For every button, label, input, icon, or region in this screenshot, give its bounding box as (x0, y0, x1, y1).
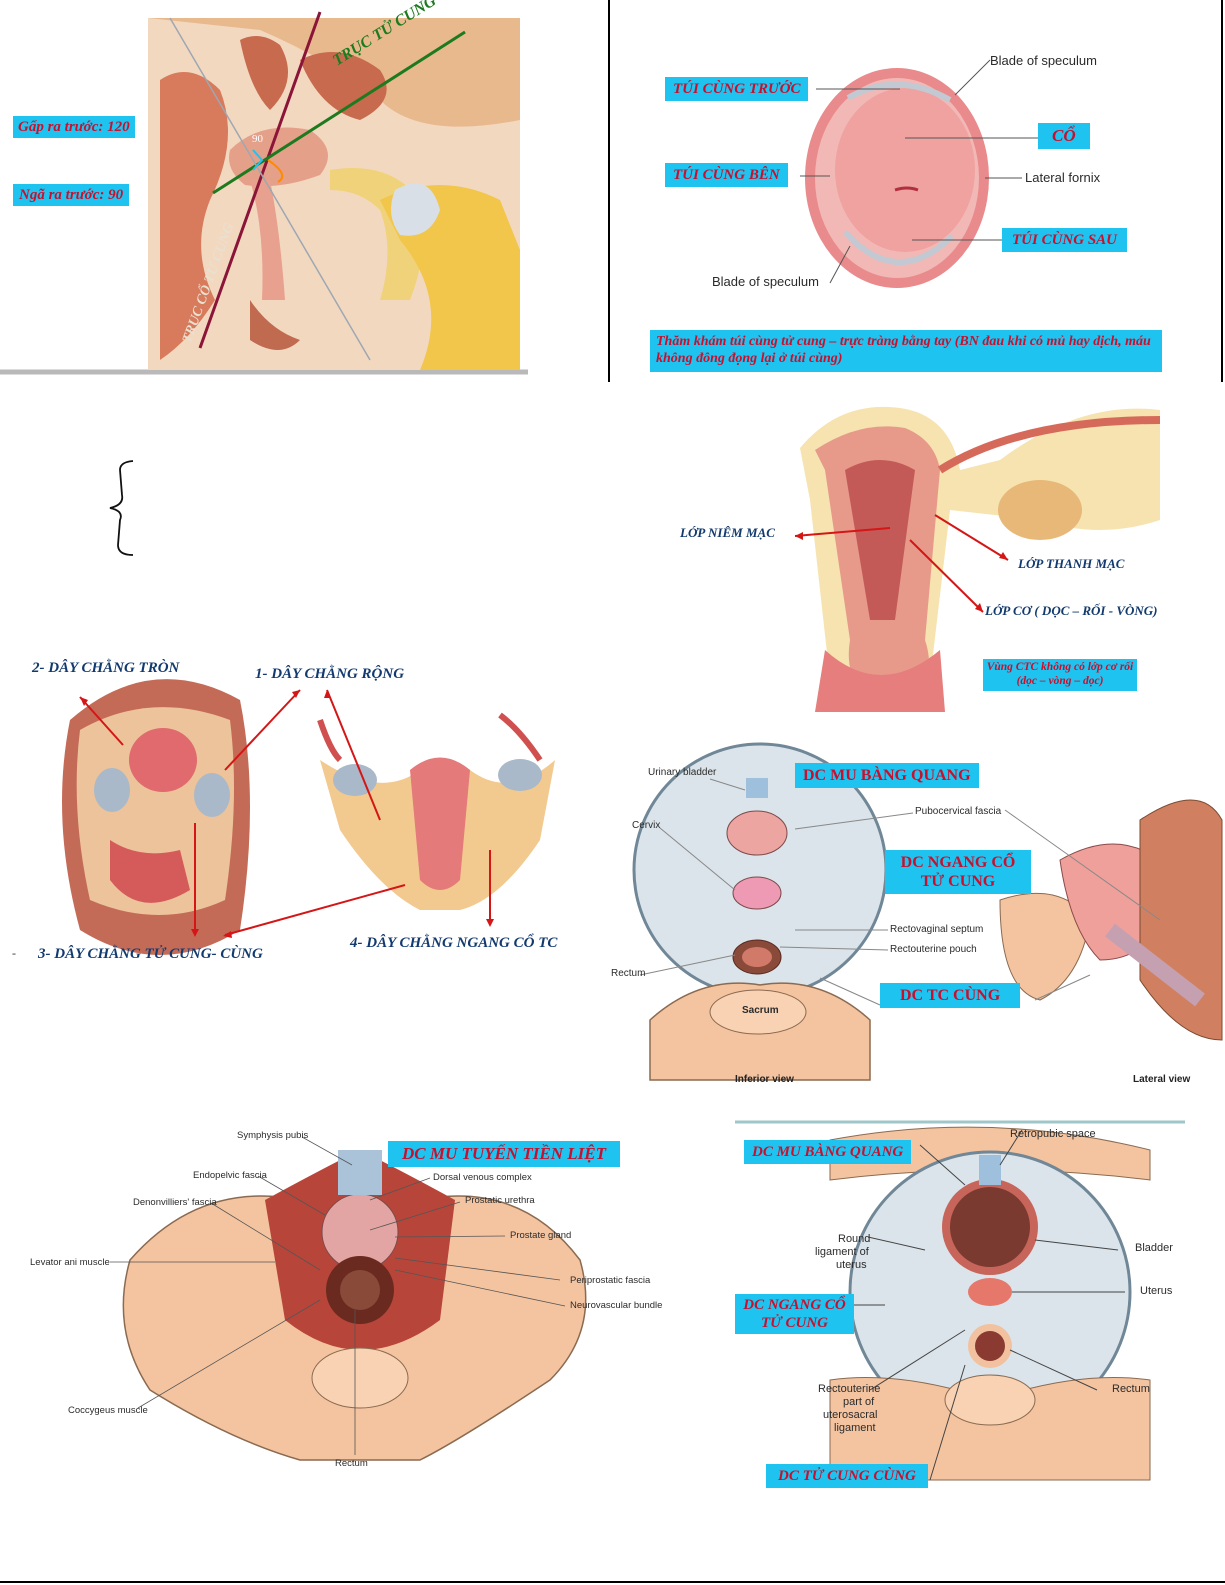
cervix-speculum-illustration (805, 68, 989, 288)
angle-90-label: 90 (252, 133, 263, 145)
uterosacral-ligament-2-label: DC TỬ CUNG CÙNG (766, 1464, 928, 1488)
round-ligament-label-l2: ligament of (815, 1246, 869, 1258)
uterus-layers-illustration (800, 406, 1161, 712)
cardinal-ligament-2-line1: DC NGANG CỔ (743, 1297, 846, 1313)
blade-bottom-label: Blade of speculum (712, 274, 819, 289)
ante-version-label: Ngã ra trước: 90 (13, 184, 130, 206)
symphysis-pubis-label: Symphysis pubis (237, 1130, 309, 1141)
pubovesical-ligament-label: DC MU BÀNG QUANG (795, 763, 979, 789)
ante-flexion-label: Gấp ra trước: 120 (13, 116, 135, 138)
inferior-view-caption: Inferior view (735, 1074, 794, 1085)
prostatic-urethra-label: Prostatic urethra (465, 1195, 535, 1206)
rectouterine-label-l2: part of (843, 1396, 875, 1408)
lateral-fornix-vn-label: TÚI CÙNG BÊN (665, 163, 788, 187)
cervix-muscle-note: Vùng CTC không có lớp cơ rối (dọc – vòng… (983, 659, 1137, 691)
fornix-exam-note: Thăm khám túi cùng tử cung – trực tràng … (650, 330, 1162, 372)
retropubic-space-label: Retropubic space (1010, 1128, 1096, 1140)
round-ligament-label-l3: uterus (836, 1259, 867, 1271)
cardinal-ligament-2-line2: TỬ CUNG (760, 1315, 829, 1331)
dash-mark: - (12, 946, 16, 960)
serosa-layer-label: LỚP THANH MẠC (1018, 556, 1125, 571)
blade-top-label: Blade of speculum (990, 53, 1097, 68)
levator-ani-label: Levator ani muscle (30, 1257, 110, 1268)
neurovascular-bundle-label: Neurovascular bundle (570, 1300, 663, 1311)
anterior-fornix-label: TÚI CÙNG TRƯỚC (665, 77, 809, 101)
prostate-gland-label: Prostate gland (510, 1230, 572, 1241)
round-ligament-label-l1: Round (838, 1233, 871, 1245)
mucosa-layer-label: LỚP NIÊM MẠC (680, 525, 775, 540)
bladder-label: Bladder (1135, 1242, 1173, 1254)
female-pelvis-illustration (735, 1120, 1185, 1481)
coccygeus-label: Coccygeus muscle (68, 1405, 148, 1416)
uterus-label: Uterus (1140, 1285, 1173, 1297)
ligaments-illustration (62, 679, 555, 955)
rectouterine-label-l3: uterosacral (823, 1409, 878, 1421)
male-pelvis-illustration (122, 1150, 587, 1461)
cardinal-ligament-line1: DC NGANG CỔ (900, 854, 1016, 871)
posterior-fornix-label: TÚI CÙNG SAU (1002, 228, 1128, 252)
uterosacral-ligament-label: 3- DÂY CHẰNG TỬ CUNG- CÙNG (38, 946, 263, 962)
rectouterine-label-l1: Rectouterine (818, 1383, 881, 1395)
puboprostatic-ligament-label: DC MU TUYẾN TIỀN LIỆT (388, 1141, 621, 1168)
pubovesical-ligament-2-label: DC MU BÀNG QUANG (744, 1140, 912, 1164)
rectum-label: Rectum (611, 968, 646, 979)
round-ligament-label: 2- DÂY CHẰNG TRÒN (32, 660, 180, 676)
brace-sketch (109, 460, 134, 556)
sacrum-label: Sacrum (742, 1005, 779, 1016)
cardinal-ligament-label: 4- DÂY CHẰNG NGANG CỔ TC (350, 935, 558, 951)
sagittal-pelvis-illustration (148, 18, 520, 370)
broad-ligament-label: 1- DÂY CHẰNG RỘNG (255, 666, 405, 682)
cardinal-ligament-2-box: DC NGANG CỔ TỬ CUNG (735, 1294, 854, 1334)
lateral-view-caption: Lateral view (1133, 1074, 1191, 1085)
cardinal-ligament-box: DC NGANG CỔ TỬ CUNG (885, 850, 1031, 895)
dorsal-venous-label: Dorsal venous complex (433, 1172, 532, 1183)
endopelvic-fascia-label: Endopelvic fascia (193, 1170, 267, 1181)
uterosacral-box-label: DC TC CÙNG (880, 983, 1021, 1009)
rectovaginal-septum-label: Rectovaginal septum (890, 924, 984, 935)
rectum-female-label: Rectum (1112, 1383, 1150, 1395)
muscle-layer-label: LỚP CƠ ( DỌC – RỐI - VÒNG) (985, 603, 1158, 618)
denonvilliers-fascia-label: Denonvilliers' fascia (133, 1197, 217, 1208)
lateral-fornix-label: Lateral fornix (1025, 170, 1101, 185)
inferior-view-illustration (632, 742, 1223, 1081)
pubocervical-fascia-label: Pubocervical fascia (915, 806, 1002, 817)
cervix-label: Cervix (632, 820, 661, 831)
periprostatic-fascia-label: Periprostatic fascia (570, 1275, 651, 1286)
rectum-male-label: Rectum (335, 1458, 368, 1469)
rectouterine-label-l4: ligament (834, 1422, 876, 1434)
cardinal-ligament-line2: TỬ CUNG (920, 873, 996, 891)
urinary-bladder-label: Urinary bladder (648, 767, 717, 778)
cervix-vn-label: CỔ (1038, 123, 1090, 150)
rectouterine-pouch-label: Rectouterine pouch (890, 944, 977, 955)
